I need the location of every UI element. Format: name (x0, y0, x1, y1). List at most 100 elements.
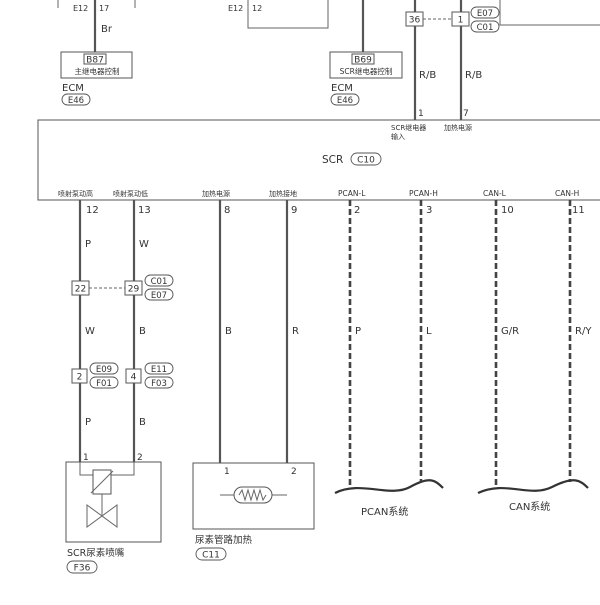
middle-box-frame (247, 0, 329, 29)
middle-pin-num: 12 (252, 4, 262, 13)
scr-pin-2-label: PCAN-L (338, 189, 366, 198)
pill-f03-label: F03 (151, 379, 167, 389)
pill-e09-label: E09 (96, 365, 112, 375)
scr-connector-pill (350, 152, 382, 166)
wire-11: R/Y (575, 326, 592, 337)
heater-name: 尿素管路加热 (195, 534, 253, 546)
scr-top-pin-7-label: 加热电源 (444, 123, 472, 132)
ecm-left-frame (57, 0, 136, 8)
connector-36-label: 36 (409, 16, 421, 26)
scr-pin-12-label: 喷射泵动高 (58, 189, 93, 198)
wire-br-label: Br (101, 24, 113, 35)
heater-connector-pill (195, 547, 227, 561)
ecm-left-connector-pill (61, 93, 91, 106)
ecm-right-connector-pill (330, 93, 360, 106)
connector-29-label: 29 (128, 285, 140, 295)
resistor-zigzag (238, 488, 267, 502)
connector-4 (125, 368, 142, 384)
ecm-right-code: B69 (354, 56, 372, 66)
scr-top-pin-1: 1 (418, 109, 424, 119)
pill-c01 (144, 274, 174, 287)
wire-13-c: B (139, 417, 146, 428)
scr-pin-3: 3 (426, 205, 432, 216)
injector-connector: F36 (74, 564, 91, 574)
ecm-right-label: SCR继电器控制 (340, 66, 393, 76)
scr-pin-11: 11 (572, 205, 585, 216)
scr-top-pin-1-label-2: 输入 (391, 132, 405, 141)
scr-pin-13-label: 喷射泵动低 (113, 189, 148, 198)
right-box-frame (499, 0, 600, 26)
pill-c01-label: C01 (151, 277, 168, 287)
ecm-right-name: ECM (331, 83, 353, 94)
pill-e09 (89, 362, 119, 375)
scr-pin-2: 2 (354, 205, 360, 216)
pill-e07-label: E07 (151, 291, 167, 301)
pcan-label: PCAN系统 (361, 505, 408, 518)
ecm-right-connector: E46 (337, 96, 353, 106)
heater-pin-1: 1 (224, 467, 230, 477)
scr-pin-12: 12 (86, 205, 99, 216)
connector-4-label: 4 (131, 373, 137, 383)
wire-2: P (355, 326, 361, 337)
scr-top-pin-7: 7 (463, 109, 469, 119)
pill-c01-top (470, 20, 500, 33)
wire-13-a: W (139, 239, 149, 250)
pill-e07-top (470, 6, 500, 19)
connector-29 (124, 280, 143, 296)
connector-2-label: 2 (77, 373, 83, 383)
injector-pin-2: 2 (137, 453, 143, 463)
scr-top-pin-1-label-1: SCR继电器 (391, 123, 426, 132)
injector-connector-pill (66, 560, 98, 574)
wire-10: G/R (501, 326, 519, 337)
pill-f01-label: F01 (96, 379, 112, 389)
ecm-left-pin-num: 17 (99, 4, 109, 13)
scr-connector: C10 (357, 156, 375, 166)
scr-module-box (37, 119, 600, 201)
scr-name: SCR (322, 154, 343, 166)
ecm-right-code-box (351, 53, 375, 65)
wire-rb-2-label: R/B (465, 70, 482, 81)
pcan-bus-curve (334, 479, 444, 494)
ecm-left-pin-conn: E12 (73, 4, 88, 13)
wire-9: R (292, 326, 299, 337)
wire-rb-1-label: R/B (419, 70, 436, 81)
solenoid-slash (90, 470, 114, 494)
ecm-left-code: B87 (86, 56, 104, 66)
wire-8: B (225, 326, 232, 337)
ecm-left-connector: E46 (68, 96, 84, 106)
pill-c01-top-label: C01 (477, 23, 494, 33)
pill-f01 (89, 376, 119, 389)
injector-pin-1: 1 (83, 453, 89, 463)
wire-12-b: W (85, 326, 95, 337)
connector-22-label: 22 (75, 285, 86, 295)
scr-pin-9-label: 加热接地 (269, 189, 297, 198)
injector-name: SCR尿素喷嘴 (67, 547, 125, 559)
scr-pin-11-label: CAN-H (555, 189, 579, 198)
pill-e11 (144, 362, 174, 375)
scr-pin-9: 9 (291, 205, 297, 216)
scr-pin-8: 8 (224, 205, 230, 216)
connector-1-label: 1 (458, 16, 464, 26)
heater-connector: C11 (202, 551, 220, 561)
scr-pin-13: 13 (138, 205, 151, 216)
scr-pin-8-label: 加热电源 (202, 189, 230, 198)
scr-pin-10: 10 (501, 205, 514, 216)
can-bus-curve (477, 479, 589, 494)
pill-e11-label: E11 (151, 365, 167, 375)
can-label: CAN系统 (509, 500, 550, 513)
valve-icon (86, 504, 118, 528)
ecm-left-code-box (83, 53, 107, 65)
pill-f03 (144, 376, 174, 389)
wire-12-a: P (85, 239, 91, 250)
wire-12-c: P (85, 417, 91, 428)
middle-pin-conn: E12 (228, 4, 243, 13)
pill-e07 (144, 288, 174, 301)
wire-3: L (426, 326, 432, 337)
scr-pin-3-label: PCAN-H (409, 189, 438, 198)
pill-e07-top-label: E07 (477, 9, 493, 19)
scr-pin-10-label: CAN-L (483, 189, 507, 198)
wire-13-b: B (139, 326, 146, 337)
ecm-left-name: ECM (62, 83, 84, 94)
ecm-left-label: 主继电器控制 (75, 66, 120, 76)
